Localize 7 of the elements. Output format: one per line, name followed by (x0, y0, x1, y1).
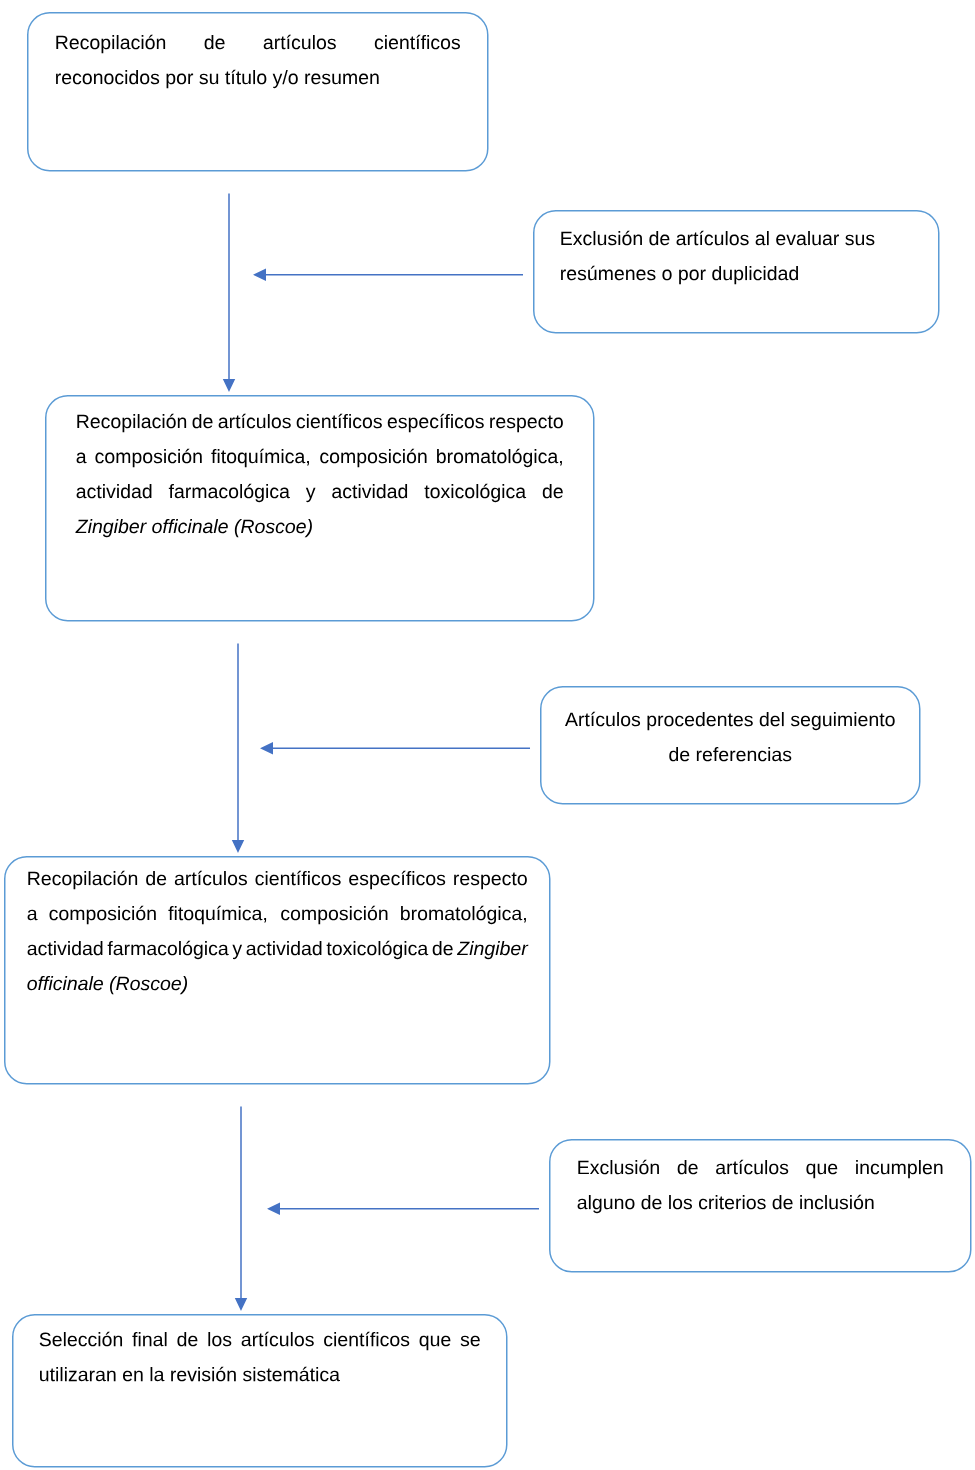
process-box: Exclusión de artículos que incumplen alguno de los criterios de inclusión (549, 1139, 972, 1273)
process-box: Artículos procedentes del seguimiento de referencias (540, 686, 921, 805)
process-box: Exclusión de artículos al evaluar sus resúmenes o por duplicidad (533, 210, 940, 334)
process-box: Recopilación de artículos científicos específicos respecto a composición fitoquímica, composición bromatológica, actividad farmacológica y actividad toxicológica de Zingiber officinale (Roscoe) (45, 395, 595, 622)
process-box: Recopilación de artículos científicos reconocidos por su título y/o resumen (27, 12, 489, 172)
process-box: Selección final de los artículos científicos que se utilizaran en la revisión sistemática (12, 1314, 508, 1468)
process-box: Recopilación de artículos científicos específicos respecto a composición fitoquímica, composición bromatológica, actividad farmacológica y actividad toxicológica de Zingiber officinale (Roscoe) (4, 856, 551, 1085)
